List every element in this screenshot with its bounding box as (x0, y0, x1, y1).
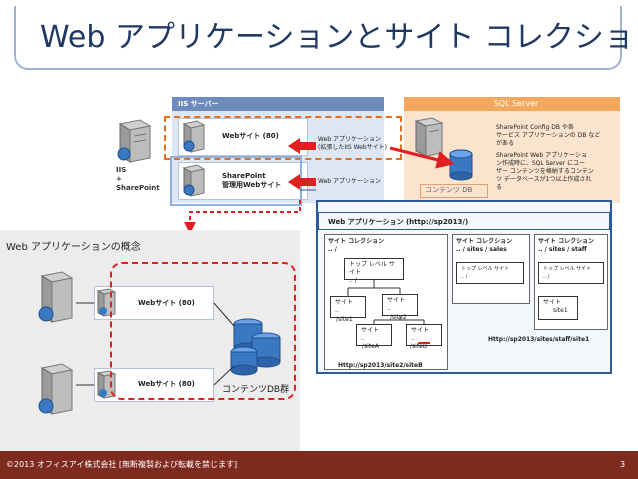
sc2-top-level-site: トップ レベル サイト .. / (456, 262, 524, 284)
top-website-label: Webサイト (80) (222, 132, 279, 140)
web-server-icon (182, 120, 206, 153)
site-node-siteA: サイト .. (356, 324, 392, 346)
concept-site-icon-1 (96, 288, 117, 317)
sql-server-header: SQL Server (404, 97, 620, 111)
concept-site-icon-2 (96, 370, 117, 399)
admin-server-icon (182, 164, 206, 197)
siteA-path: /siteA (362, 343, 379, 350)
concept-title: Web アプリケーションの概念 (6, 242, 141, 253)
concept-highlight-frame (110, 262, 296, 400)
url-siteB: Http://sp2013/site2/siteB (338, 362, 423, 369)
siteB-path: /siteB (410, 343, 427, 350)
iis-server-icon (117, 119, 152, 163)
arrow-webapp-1 (288, 138, 316, 154)
iis-server-header: IIS サーバー (172, 97, 384, 111)
admin-website-label: SharePoint 管理用Webサイト (222, 172, 282, 189)
site-node-staff-site1: サイト site1 (538, 296, 578, 320)
concept-server-icon-2 (38, 363, 74, 415)
content-db-highlight (420, 184, 488, 198)
sc3-title: サイト コレクション .. / sites / staff (538, 238, 595, 253)
concept-server-icon-1 (38, 271, 74, 323)
footer-bar: ©2013 オフィスアイ株式会社 [無断複製および転載を禁じます] 3 (0, 451, 638, 479)
link-to-concept (184, 200, 301, 234)
iis-sharepoint-label: IIS + SharePoint (116, 166, 160, 192)
page-number: 3 (620, 460, 626, 469)
site-node-siteB: サイト .. (406, 324, 442, 346)
concept-site-label-2: Webサイト (80) (138, 380, 195, 388)
sql-desc-config: SharePoint Config DB や各 サービス アプリケーションの D… (496, 124, 601, 147)
webapp-highlight-box (164, 116, 402, 160)
concept-site-label-1: Webサイト (80) (138, 299, 195, 307)
site2-path: /site2 (390, 314, 407, 321)
arrow-to-db (389, 146, 455, 169)
webapp-url-header: Web アプリケーション (http://sp2013/) (328, 218, 469, 226)
webapp-url-header-frame (318, 212, 610, 230)
sql-desc-content: SharePoint Web アプリケーショ ン作成時に、SQL Server … (496, 152, 594, 191)
content-db-group-label: コンテンツDB群 (222, 385, 290, 395)
sc1-top-level-site: トップ レベル サイト .. / (344, 258, 404, 284)
footer-copyright: ©2013 オフィスアイ株式会社 [無断複製および転載を禁じます] (6, 460, 238, 469)
content-db-label: コンテンツ DB (425, 186, 473, 194)
content-db-group-icon (230, 318, 281, 376)
url-staff: Http://sp2013/sites/staff/site1 (488, 336, 590, 343)
sc1-title: サイト コレクション .. / (328, 238, 385, 253)
sc3-top-level-site: トップ レベル サイト .. / (538, 262, 604, 284)
webapp-extended-label: Web アプリケーション (拡張したIIS Webサイト) (318, 136, 388, 151)
arrow-webapp-2 (288, 174, 316, 190)
title-frame (14, 6, 622, 70)
site-node-site1: サイト .. (330, 296, 366, 318)
sc2-title: サイト コレクション .. / sites / sales (456, 238, 513, 253)
sql-server-icon (414, 117, 444, 157)
site1-path: /site1 (336, 316, 353, 323)
page-title: Web アプリケーションとサイト コレクション (40, 20, 638, 55)
site-node-site2: サイト .. (382, 294, 418, 316)
webapp-admin-label: Web アプリケーション (318, 178, 381, 185)
